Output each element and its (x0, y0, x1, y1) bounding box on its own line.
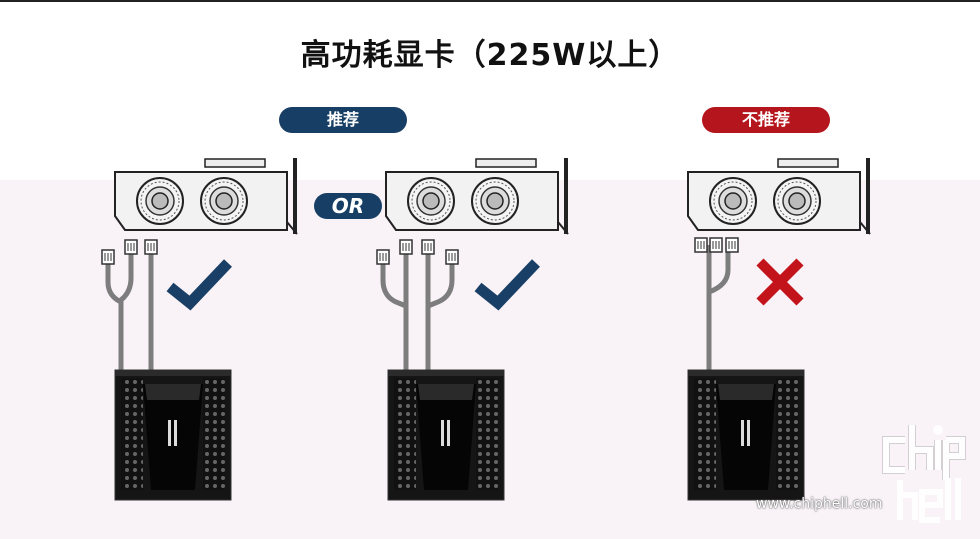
top-divider (0, 0, 980, 2)
page-title: 高功耗显卡（225W以上） (300, 38, 680, 73)
pcie-connectors-3 (694, 237, 739, 253)
recommended-badge: 推荐 (279, 107, 407, 133)
pcie-connectors-2 (376, 239, 459, 265)
gpu-card-1 (115, 158, 297, 234)
checkmark-icon (474, 259, 540, 311)
chiphell-logo (882, 425, 966, 523)
psu-1 (114, 369, 232, 501)
psu-3 (687, 369, 805, 501)
not-recommended-badge: 不推荐 (702, 107, 830, 133)
power-cables-1 (105, 243, 154, 370)
psu-2 (387, 369, 505, 501)
checkmark-icon (166, 259, 232, 311)
cross-icon (756, 258, 804, 306)
gpu-card-3 (688, 158, 870, 234)
power-cables-3 (706, 245, 731, 370)
watermark-text: www.chiphell.com (756, 496, 883, 512)
power-cables-2 (380, 245, 455, 370)
gpu-card-2 (386, 158, 568, 234)
or-badge: OR (314, 193, 382, 219)
